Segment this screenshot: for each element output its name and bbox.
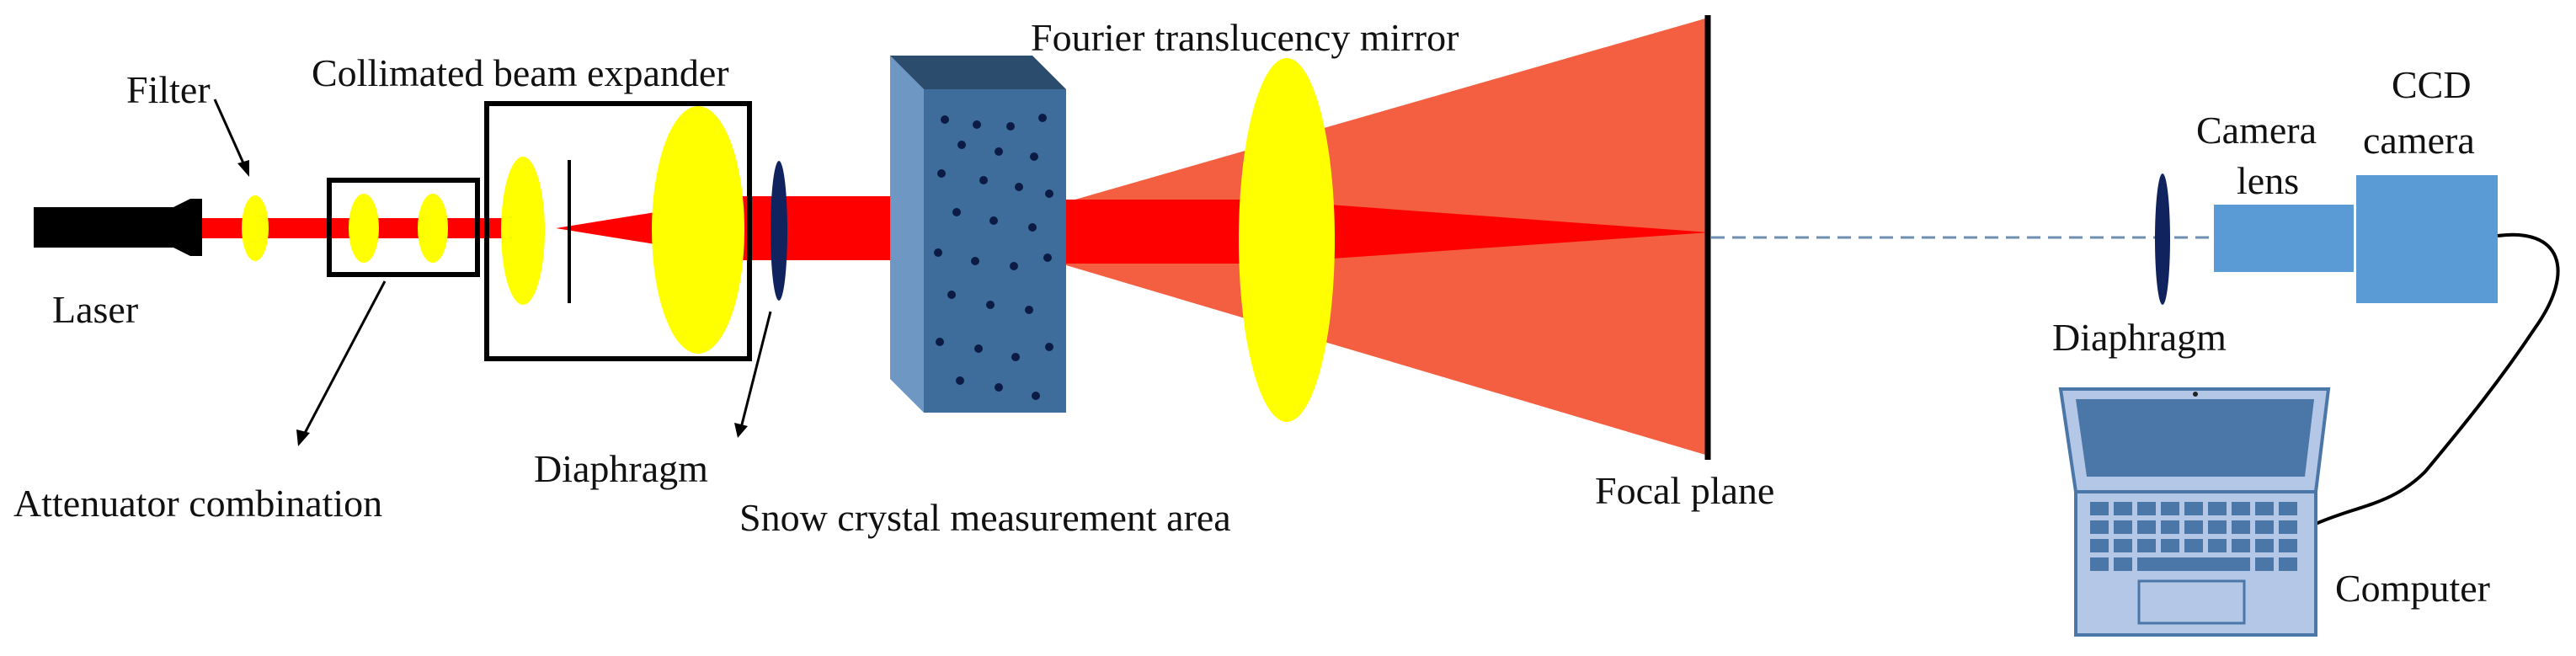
diaphragm-1 (771, 161, 787, 301)
attenuator-box (327, 178, 480, 277)
label-diaphragm-1: Diaphragm (534, 447, 708, 490)
label-laser: Laser (52, 288, 138, 331)
ccd-camera-body (2356, 175, 2498, 303)
expander-lens-small (501, 157, 545, 305)
label-fourier-translucency-mirror: Fourier translucency mirror (1031, 16, 1459, 59)
label-filter: Filter (126, 68, 211, 111)
converging-beam (1260, 200, 1709, 264)
label-camera-lens-line2: lens (2237, 159, 2299, 202)
attenuator-lens-1 (349, 194, 379, 263)
attenuator-lens-2 (418, 194, 448, 263)
label-collimated-beam-expander: Collimated beam expander (312, 51, 729, 94)
transmitted-beam (1066, 200, 1260, 264)
fourier-lens (1239, 58, 1335, 422)
label-computer: Computer (2335, 567, 2490, 610)
snow-crystal-measurement-area (890, 56, 1066, 413)
camera-lens-body (2214, 205, 2354, 272)
snow-particles (934, 114, 1053, 400)
collimated-beam-expanded (728, 196, 909, 260)
diaphragm-2 (2155, 173, 2170, 305)
beam-expander-box (484, 101, 752, 361)
label-ccd-line1: CCD (2392, 63, 2472, 106)
label-focal-plane: Focal plane (1595, 469, 1774, 512)
laser-emitter-icon (34, 199, 202, 256)
label-ccd-line2: camera (2363, 119, 2475, 162)
label-snow-crystal-measurement-area: Snow crystal measurement area (739, 496, 1231, 539)
label-attenuator-combination: Attenuator combination (13, 482, 382, 525)
expander-lens-large (652, 106, 744, 354)
label-camera-lens-line1: Camera (2196, 109, 2317, 152)
filter-lens (242, 195, 269, 261)
label-diaphragm-2: Diaphragm (2052, 316, 2227, 359)
label-pointers (213, 99, 772, 446)
camera-cable (2315, 232, 2560, 525)
laptop-computer-icon (2058, 387, 2331, 637)
focused-beam-cone (556, 212, 655, 244)
